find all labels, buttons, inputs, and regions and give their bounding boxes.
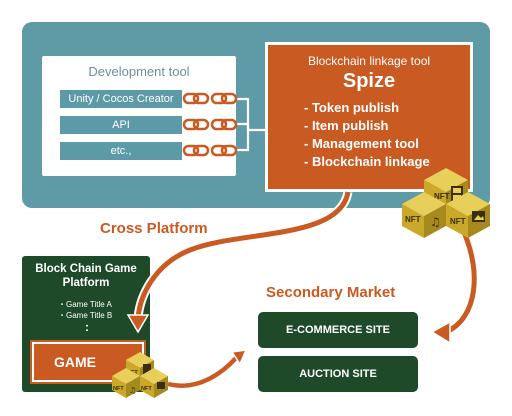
secondary-market-label: Secondary Market [266,284,396,301]
nft-cube-icon: NFT [446,192,490,238]
auction-site-box: AUCTION SITE [258,356,418,392]
spize-feature-blockchain-linkage: - Blockchain linkage [304,154,430,169]
game-title-b: ・Game Title B [58,311,113,320]
chain-link-icon [210,92,238,105]
spize-subtitle: Blockchain linkage tool [307,54,431,68]
chain-link-icon [210,118,238,131]
nft-label: NFT [141,386,152,392]
spize-feature-item-publish: - Item publish [304,118,389,133]
spize-box [265,42,473,192]
nft-cube-icon: NFT ♫ [112,368,140,398]
chain-link-icon [182,144,210,157]
music-note-icon: ♫ [430,215,441,229]
dev-item-unity-cocos: Unity / Cocos Creator [60,90,182,108]
nft-label: NFT [113,386,124,392]
music-note-icon: ♫ [129,386,136,395]
platform-title-line1: Block Chain Game [35,263,137,275]
film-icon [143,364,151,375]
chain-link-icon [182,118,210,131]
spize-title: Spize [342,70,396,92]
nft-label: NFT [405,215,421,224]
game-box: GAME [32,342,144,382]
nft-cube-icon: NFT ♫ [402,192,446,238]
game-title-a: ・Game Title A [58,300,112,309]
cross-platform-label: Cross Platform [100,220,208,237]
nft-label: NFT [434,192,450,201]
more-games-marker: : [85,320,89,334]
image-icon [472,211,485,222]
chain-link-icon [182,92,210,105]
spize-feature-management-tool: - Management tool [304,136,419,151]
chain-link-icon [210,144,238,157]
nft-cube-icon: NFT [424,168,468,214]
platform-title: Block Chain Game Platform [22,262,150,290]
nft-label: NFT [450,217,466,226]
dev-item-api: API [60,116,182,134]
game-label: GAME [54,354,96,370]
dev-item-etc: etc., [60,142,182,160]
platform-title-line2: Platform [62,277,110,289]
nft-cube-icon: NFT [140,368,168,398]
image-icon [157,382,165,389]
ecommerce-site-box: E-COMMERCE SITE [258,312,418,348]
development-tool-title: Development tool [88,64,190,79]
spize-feature-token-publish: - Token publish [304,100,400,115]
